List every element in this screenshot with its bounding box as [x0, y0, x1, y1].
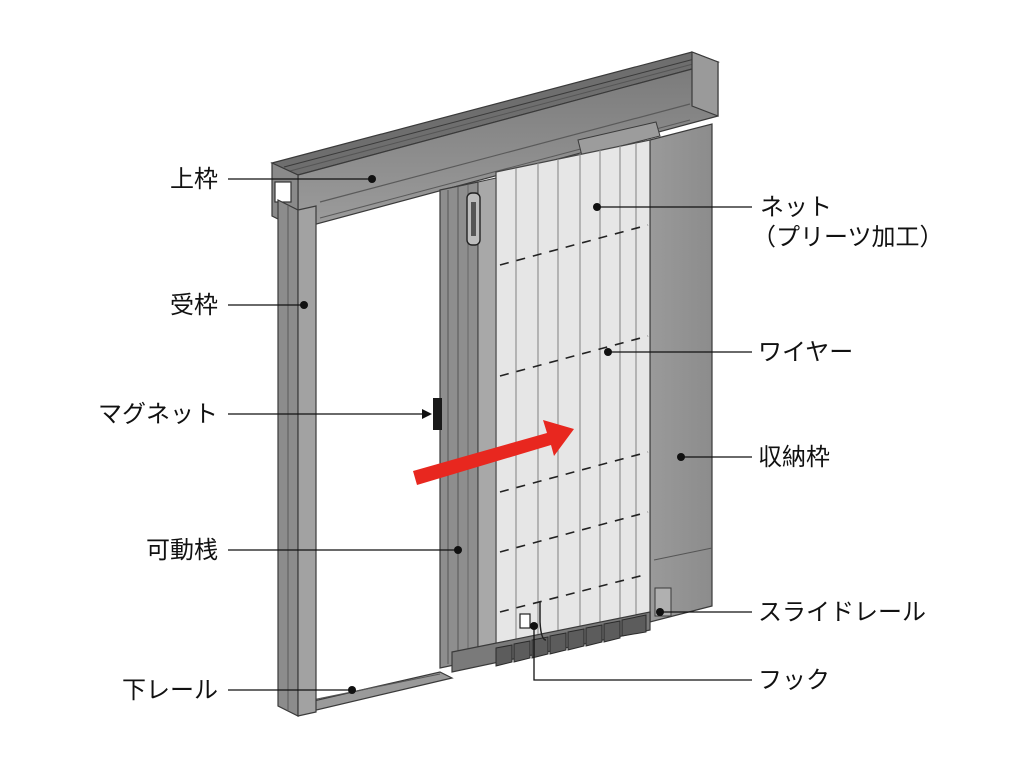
opening-direction-arrow — [413, 420, 574, 485]
label-top-frame: 上枠 — [170, 165, 218, 193]
label-bottom-rail: 下レール — [122, 676, 218, 704]
hook — [519, 602, 547, 641]
label-net-line1: ネット — [760, 193, 832, 221]
label-receiving-frame: 受枠 — [170, 291, 218, 319]
label-net-line2: （プリーツ加工） — [752, 223, 944, 251]
label-magnet: マグネット — [98, 400, 218, 428]
top-frame — [270, 51, 720, 230]
label-hook: フック — [758, 666, 830, 694]
label-net: ネット （プリーツ加工） — [752, 192, 944, 252]
pleated-net — [495, 139, 651, 649]
slide-rail — [451, 611, 651, 673]
bottom-rail — [294, 671, 454, 713]
label-slide-rail: スライドレール — [758, 598, 926, 626]
label-movable-bar: 可動桟 — [146, 536, 218, 564]
receiving-frame — [277, 199, 317, 717]
label-wire: ワイヤー — [758, 338, 854, 366]
leader-dots — [300, 175, 685, 694]
storage-frame — [577, 121, 713, 623]
movable-bar — [439, 177, 497, 669]
magnet-leader-arrowhead — [422, 409, 432, 419]
leader-lines — [228, 178, 752, 691]
label-storage-frame: 収納枠 — [758, 443, 830, 471]
magnet-strip — [433, 398, 442, 430]
